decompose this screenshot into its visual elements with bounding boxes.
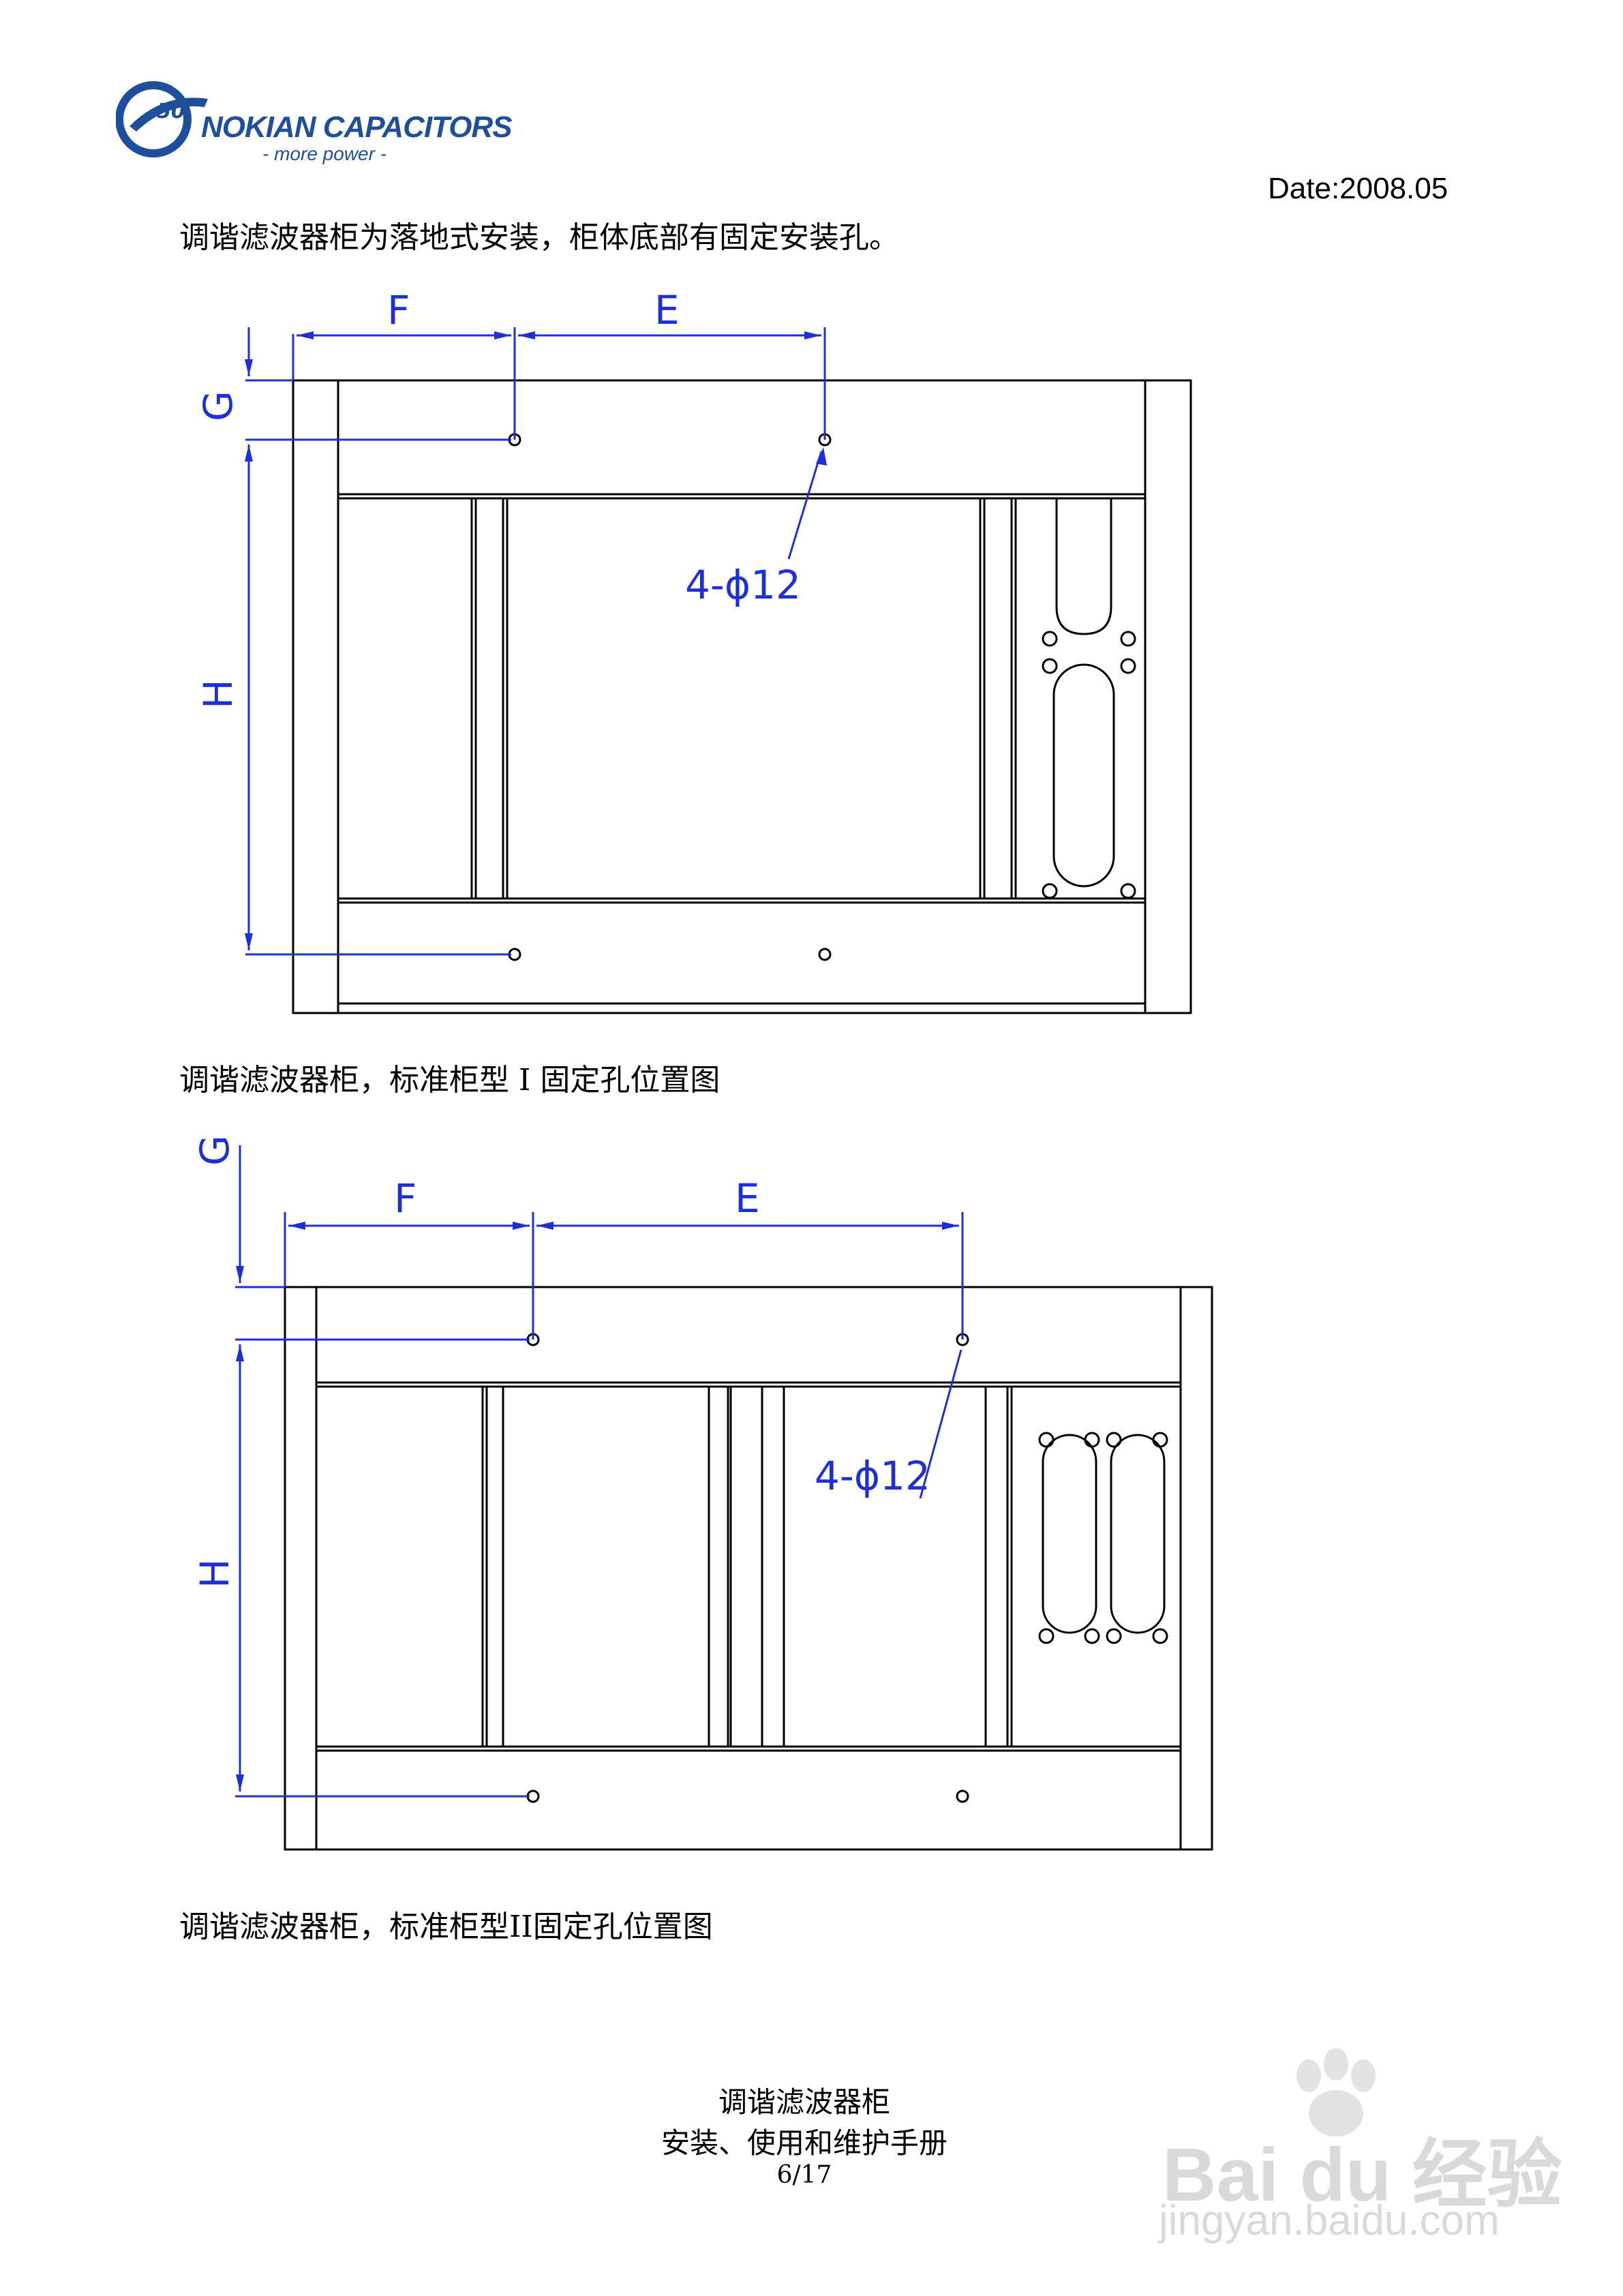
company-logo: 50 NOKIAN CAPACITORS - more power - [116,75,518,177]
intro-paragraph: 调谐滤波器柜为落地式安装，柜体底部有固定安装孔。 [179,220,899,255]
watermark-brand: Bai du 经验 [1162,2133,1562,2217]
document-date: Date:2008.05 [1268,172,1448,205]
logo-badge: 50 [157,100,185,123]
dimension-h-label: H [195,679,241,709]
footer-title: 调谐滤波器柜 [718,2085,890,2119]
logo-swoosh-icon: 50 [116,81,208,157]
figure2-caption: 调谐滤波器柜，标准柜型II固定孔位置图 [179,1909,713,1944]
page-number: 6/17 [776,2161,832,2189]
holes-spec-label: 4-ϕ12 [685,562,801,608]
dimension-e-label: E [735,1175,760,1222]
dimension-f-label: F [387,287,410,333]
dimension-g-label: G [195,391,241,421]
paw-icon [1296,2048,1376,2136]
footer-subtitle: 安装、使用和维护手册 [661,2126,947,2160]
holes-spec-label: 4-ϕ12 [815,1453,930,1499]
figure1-caption: 调谐滤波器柜，标准柜型 I 固定孔位置图 [179,1063,721,1098]
cabinet-type1-drawing: F E G H 4-ϕ12 [195,287,1192,1014]
dimension-e-label: E [654,287,680,333]
logo-tagline: - more power - [262,143,387,164]
dimension-g-label: G [192,1135,238,1166]
logo-name: NOKIAN CAPACITORS [201,110,513,144]
dimension-h-label: H [192,1558,238,1588]
dimension-f-label: F [394,1175,416,1222]
watermark-url: jingyan.baidu.com [1159,2197,1500,2244]
cabinet-type2-drawing: F E G H 4-ϕ12 [192,1135,1213,1851]
